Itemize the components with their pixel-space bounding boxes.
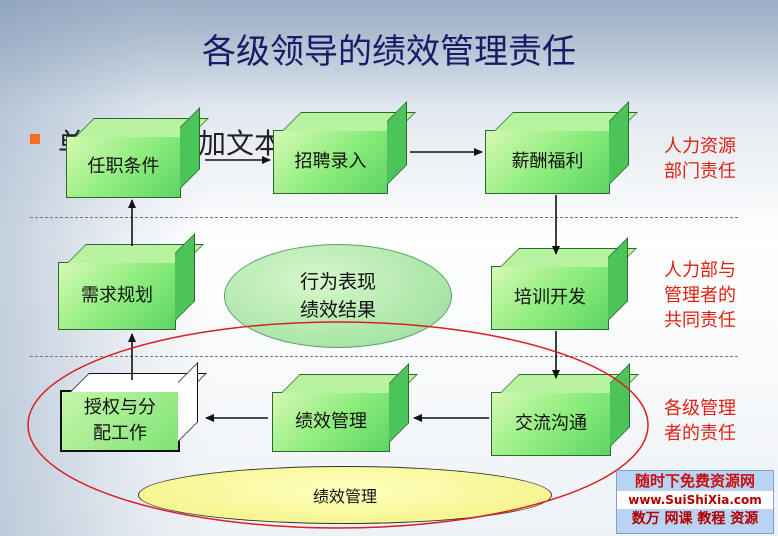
box-communicate[interactable]: 交流沟通 (491, 363, 639, 456)
divider-top (30, 217, 738, 218)
slide-title: 各级领导的绩效管理责任 (202, 32, 576, 72)
side-label-leaders-line1: 各级管理 (664, 398, 736, 419)
watermark-logo: 随时下免费资源网 www.SuiShiXia.com 数万 网课 教程 资源 (616, 470, 774, 534)
divider-bottom (30, 356, 738, 357)
box-salary[interactable]: 薪酬福利 (485, 101, 638, 194)
watermark-line1: 随时下免费资源网 (634, 472, 755, 490)
watermark-line3: 数万 网课 教程 资源 (631, 511, 759, 527)
side-label-leaders-line2: 者的责任 (664, 423, 736, 444)
box-recruit[interactable]: 招聘录入 (273, 101, 416, 194)
performance-mgmt-ellipse-label: 绩效管理 (312, 487, 377, 506)
box-authorize-line1: 授权与分 (84, 397, 156, 418)
bullet-marker (30, 134, 40, 144)
box-training-label: 培训开发 (514, 287, 586, 308)
performance-mgmt-ellipse[interactable]: 绩效管理 (138, 466, 552, 524)
box-authorize-line2: 配工作 (93, 423, 147, 444)
box-training[interactable]: 培训开发 (491, 237, 637, 330)
side-label-leaders: 各级管理 者的责任 (664, 396, 736, 446)
box-planning[interactable]: 需求规划 (58, 233, 204, 330)
box-recruit-label: 招聘录入 (294, 151, 367, 172)
behavior-line1: 行为表现 (299, 271, 376, 293)
side-label-hr-line1: 人力资源 (664, 136, 736, 157)
leader-responsibility-ring (27, 321, 649, 529)
box-qualification[interactable]: 任职条件 (66, 107, 209, 198)
side-label-shared: 人力部与 管理者的 共同责任 (664, 258, 736, 333)
box-communicate-label: 交流沟通 (515, 413, 587, 434)
side-label-shared-line3: 共同责任 (664, 310, 736, 331)
box-salary-label: 薪酬福利 (511, 151, 584, 172)
box-perf-mgmt[interactable]: 绩效管理 (272, 363, 418, 452)
behavior-results-ellipse[interactable]: 行为表现 绩效结果 (224, 244, 452, 348)
watermark-line2: www.SuiShiXia.com (617, 491, 773, 509)
box-authorize[interactable]: 授权与分 配工作 (60, 362, 207, 452)
box-qualification-label: 任职条件 (87, 156, 160, 177)
box-authorize-label: 授权与分 配工作 (84, 395, 156, 447)
side-label-shared-line2: 管理者的 (664, 285, 736, 306)
side-label-shared-line1: 人力部与 (664, 260, 736, 281)
side-label-hr-line2: 部门责任 (664, 161, 736, 182)
box-planning-label: 需求规划 (81, 285, 153, 306)
side-label-hr: 人力资源 部门责任 (664, 134, 736, 184)
background-top-decoration (0, 0, 778, 110)
box-perf-mgmt-label: 绩效管理 (295, 411, 367, 432)
behavior-line2: 绩效结果 (299, 299, 376, 321)
